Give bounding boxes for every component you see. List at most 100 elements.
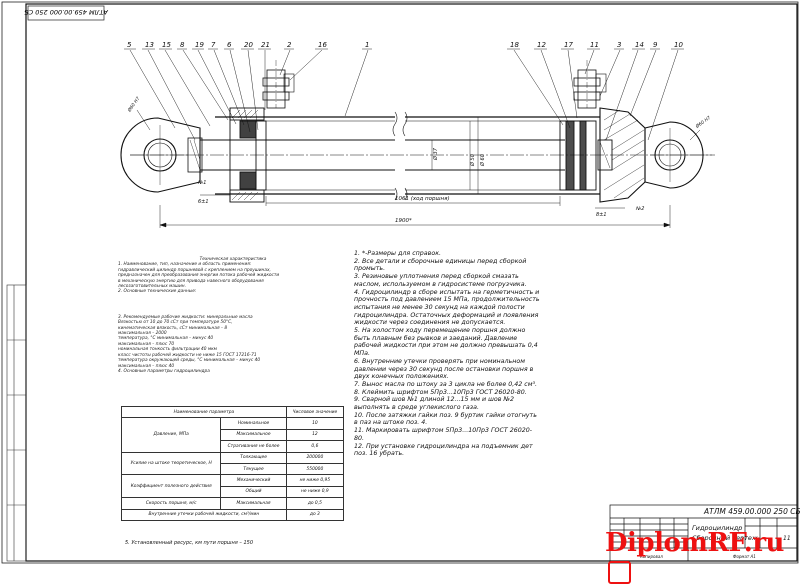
note-item: 5. На холостом ходу перемещение поршня д… [354, 327, 538, 358]
table-cell: до 0,5 [285, 497, 345, 510]
tech-line: температура окружающей среды, °С минимал… [118, 358, 261, 364]
balloon-15: 15 [162, 41, 171, 49]
tech-line: 4. Основные параметры гидроцилиндра [118, 368, 210, 374]
table-row: Усилие на штоке теоретическое, Н Толкающ… [120, 451, 345, 476]
dim-overall: 1900* [395, 218, 412, 224]
watermark-icon [608, 560, 631, 584]
balloon-20: 20 [244, 41, 253, 49]
balloon-5: 5 [127, 41, 132, 49]
balloon-1: 1 [365, 41, 369, 49]
tech-line: гидравлический цилиндр поршневой с крепл… [118, 267, 271, 273]
parameters-table: Наименование параметра Числовое значение… [120, 405, 345, 521]
technical-characteristics: Техническая характеристика 1. Наименован… [118, 257, 348, 374]
weld-mark-2: №2 [635, 206, 644, 212]
right-eye [644, 121, 712, 189]
port-fitting-left [262, 60, 295, 109]
table-cell: Максимальная [220, 497, 287, 510]
dim-bore-diameter: Ø 50 [469, 154, 476, 167]
tech-line: максимальная – 2000 [118, 331, 167, 337]
note-item: 6. Внутренние утечки проверять при номин… [354, 357, 534, 381]
table-cell: Общий [220, 485, 287, 499]
resource-footnote: 5. Установленный ресурс, км пути поршня … [125, 540, 254, 546]
table-cell: 10 [285, 417, 345, 430]
balloon-6: 6 [227, 41, 232, 49]
watermark-text: DiplomRF.ru [605, 528, 784, 558]
balloon-7: 7 [211, 41, 216, 49]
table-cell: Скорость поршня, м/с [120, 497, 222, 510]
dim-left-small: 6±1 [198, 199, 209, 205]
table-cell: не ниже 0,95 [285, 474, 345, 487]
note-item: 9. Сварной шов №1 длиной 12...15 мм и шо… [354, 396, 514, 412]
dim-rod-diameter: Ø 37 [432, 147, 439, 161]
balloon-19: 19 [195, 41, 204, 49]
note-item: 11. Маркировать шрифтом 5Пр3...10Пр3 ГОС… [354, 427, 533, 442]
tech-line: в механическую энергию для привода навес… [118, 278, 264, 284]
balloon-8: 8 [180, 41, 185, 49]
title-name2: Сборочный чертеж [692, 534, 758, 542]
tech-line: номинальная тонкость фильтрации 40 мкм [118, 347, 217, 353]
table-cell: Максимальное [220, 428, 287, 442]
dim-left-eye: Ø60 H7 [125, 95, 141, 114]
dimension-texts: 1900* 1061 (ход поршня) Ø 37 Ø 50 Ø 60 Ø… [125, 95, 712, 224]
balloon-10: 10 [674, 41, 683, 49]
table-row: Коэффициент полезного действия Механичес… [120, 474, 345, 499]
title-sheet: 11 [783, 535, 791, 542]
balloon-13: 13 [145, 41, 154, 49]
table-cell: Номинальное [220, 417, 287, 430]
cylinder-assembly [120, 49, 715, 228]
table-row: Давление, МПа Номинальное 10 [120, 417, 345, 453]
outer-border [1, 1, 799, 564]
dim-right-eye: Ø60 H7 [693, 114, 712, 130]
table-cell: до 3 [285, 508, 345, 521]
balloon-11: 11 [590, 41, 599, 49]
inner-frame [25, 3, 798, 562]
table-cell: 200000 [285, 451, 345, 464]
table-cell: 550000 [285, 462, 345, 476]
tech-line: лесозаготовительных машин. [118, 284, 186, 290]
tech-line: температура, °С минимальная – минус 40 [118, 336, 214, 342]
balloon-numbers: 5 13 15 8 19 7 6 20 21 2 16 1 18 12 17 1… [127, 41, 683, 49]
left-eye [120, 117, 203, 193]
piston [559, 120, 613, 191]
tech-line: предназначен для преобразования энергии … [118, 273, 280, 279]
table-row: Внутренние утечки рабочей жидкости, см³/… [121, 508, 345, 521]
drawing-sheet: АТЛМ 459.00.000 250 СБ [1, 1, 800, 564]
leader-lines [129, 49, 679, 141]
weld-mark-1: №1 [197, 180, 206, 186]
table-cell: Внутренние утечки рабочей жидкости, см³/… [121, 508, 287, 521]
table-cell: Коэффициент полезного действия [120, 474, 222, 499]
table-cell: Тянущее [220, 462, 287, 476]
table-header-cell: Числовое значение [285, 405, 345, 419]
title-copied: Копировал [640, 554, 663, 559]
title-format: Формат А1 [733, 554, 756, 559]
tech-line: кинематическая вязкость, сСт минимальная… [118, 325, 228, 331]
tech-line: Вязкостью от 10 до 70 сСт при температур… [118, 320, 233, 326]
balloon-17: 17 [564, 41, 573, 49]
dim-stroke: 1061 (ход поршня) [395, 196, 450, 202]
tech-line: класс чистоты рабочей жидкости не ниже 1… [118, 352, 257, 358]
balloon-18: 18 [510, 41, 519, 49]
margin-strip [6, 284, 27, 562]
note-item: 4. Гидроцилиндр в сборе испытать на герм… [354, 288, 540, 327]
dim-right-small: 8±1 [596, 212, 607, 218]
balloon-16: 16 [318, 41, 327, 49]
table-cell: Давление, МПа [120, 417, 222, 453]
balloon-3: 3 [617, 41, 621, 49]
table-header-row: Наименование параметра Числовое значение [121, 405, 345, 419]
balloon-2: 2 [287, 41, 292, 49]
balloon-14: 14 [635, 41, 644, 49]
table-cell: Страгивания не более [220, 440, 287, 453]
table-row: Скорость поршня, м/с Максимальная до 0,5 [120, 497, 345, 510]
balloon-12: 12 [537, 41, 546, 49]
tech-line: 1. Наименование, тип, назначение и облас… [118, 262, 252, 268]
title-block-texts: АТЛМ 459.00.000 250 СБ Гидроцилиндр Сбор… [640, 507, 800, 559]
tech-line: 3. Рекомендуемые рабочие жидкости: минер… [118, 314, 253, 320]
dim-barrel-diameter: Ø 60 [479, 154, 486, 167]
dimension-lines [136, 109, 701, 228]
drawing-canvas: АТЛМ 459.00.000 250 СБ [1, 1, 800, 564]
rotated-stamp-code: АТЛМ 459.00.000 250 СБ [24, 8, 109, 16]
tech-line: максимальная – плюс 40 [118, 363, 175, 369]
note-item: 1. *-Размеры для справок. [354, 250, 442, 257]
title-block [609, 504, 798, 562]
table-cell: Усилие на штоке теоретическое, Н [120, 451, 222, 476]
